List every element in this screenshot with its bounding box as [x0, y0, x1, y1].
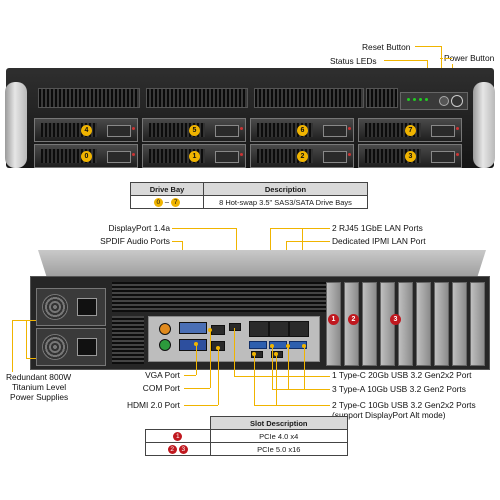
bay-badge: 6: [297, 125, 308, 136]
slot-table-badge-2: 2: [167, 444, 177, 454]
front-vent: [366, 88, 398, 108]
psu-label-line1: Redundant 800W: [6, 372, 72, 382]
bay-badge: 2: [297, 151, 308, 162]
usbc-10g-label: 2 Type-C 10Gb USB 3.2 Gen2x2 Ports: [332, 400, 476, 410]
drive-description: 8 Hot-swap 3.5" SAS3/SATA Drive Bays: [203, 195, 368, 209]
right-handle: [473, 82, 495, 168]
range-separator: –: [164, 197, 170, 207]
displayport-label: DisplayPort 1.4a: [108, 223, 170, 233]
usb-c-10g-port-1[interactable]: [251, 351, 263, 358]
range-start-badge: 0: [153, 197, 163, 207]
vga-port[interactable]: [179, 339, 207, 351]
power-button[interactable]: [451, 95, 463, 107]
power-supply-1[interactable]: [36, 288, 106, 326]
slot-badge-cell: 1: [145, 429, 211, 443]
bay-badge: 0: [81, 151, 92, 162]
slot-badge-1: 1: [328, 314, 339, 325]
status-leds-label: Status LEDs: [330, 56, 377, 66]
com-serial-port[interactable]: [179, 322, 207, 334]
drive-bay-7[interactable]: 7: [358, 118, 462, 142]
ipmi-label: Dedicated IPMI LAN Port: [332, 236, 426, 246]
vga-label: VGA Port: [145, 370, 180, 380]
usba-10g-label: 3 Type-A 10Gb USB 3.2 Gen2 Ports: [332, 384, 466, 394]
slot-description-header: Slot Description: [209, 416, 348, 430]
left-handle: [5, 82, 27, 168]
bay-badge: 5: [189, 125, 200, 136]
front-vent: [146, 88, 248, 108]
pcie-slot-bracket: [362, 282, 377, 366]
drive-range-cell: 0 – 7: [130, 195, 204, 209]
power-supply-2[interactable]: [36, 328, 106, 366]
reset-button[interactable]: [439, 96, 449, 106]
com-label: COM Port: [142, 383, 180, 393]
status-led: [419, 98, 422, 101]
usb-a-port-1[interactable]: [249, 341, 267, 349]
rj45-lan-port-2[interactable]: [289, 321, 309, 337]
usbc-10g-sublabel: (support DisplayPort Alt mode): [332, 410, 446, 420]
slot-badge-cell: 2 3: [145, 442, 211, 456]
bay-badge: 7: [405, 125, 416, 136]
psu-label-line3: Power Supplies: [10, 392, 69, 402]
slot-badge-2: 2: [348, 314, 359, 325]
drive-bay-1[interactable]: 1: [142, 144, 246, 168]
fan-icon: [42, 294, 68, 320]
spdif-port[interactable]: [159, 323, 171, 335]
drive-bay-header: Drive Bay: [130, 182, 204, 196]
status-led: [407, 98, 410, 101]
slot-table-badge-3: 3: [178, 444, 188, 454]
usb-c-20g-port[interactable]: [229, 323, 241, 331]
pcie-slot-bracket: [398, 282, 413, 366]
pcie-slot-bracket: [452, 282, 467, 366]
slot-badge-3: 3: [390, 314, 401, 325]
slot-desc-2: PCIe 5.0 x16: [209, 442, 348, 456]
pcie-slot-bracket: [470, 282, 485, 366]
pcie-slot-bracket: [416, 282, 431, 366]
reset-button-label: Reset Button: [362, 42, 411, 52]
description-header: Description: [203, 182, 368, 196]
rear-vent: [112, 316, 144, 364]
front-control-panel: [400, 92, 468, 110]
drive-bay-6[interactable]: 6: [250, 118, 354, 142]
front-vent: [38, 88, 140, 108]
front-vent: [254, 88, 364, 108]
displayport-port[interactable]: [211, 325, 225, 335]
spdif-label: SPDIF Audio Ports: [100, 236, 170, 246]
drive-bay-3[interactable]: 3: [358, 144, 462, 168]
psu-label-line2: Titanium Level: [12, 382, 67, 392]
slot-desc-1: PCIe 4.0 x4: [209, 429, 348, 443]
drive-bay-0[interactable]: 0: [34, 144, 138, 168]
status-led: [425, 98, 428, 101]
ipmi-lan-port[interactable]: [269, 321, 289, 337]
power-button-label: Power Button: [444, 53, 495, 63]
audio-port[interactable]: [159, 339, 171, 351]
drive-bay-4[interactable]: 4: [34, 118, 138, 142]
rj45-label: 2 RJ45 1GbE LAN Ports: [332, 223, 423, 233]
rj45-lan-port-1[interactable]: [249, 321, 269, 337]
pcie-slot-bracket: [434, 282, 449, 366]
slot-table-badge-1: 1: [173, 431, 183, 441]
bay-badge: 4: [81, 125, 92, 136]
rear-chassis-top: [38, 250, 486, 278]
hdmi-label: HDMI 2.0 Port: [126, 400, 180, 410]
drive-bay-5[interactable]: 5: [142, 118, 246, 142]
usbc-20g-label: 1 Type-C 20Gb USB 3.2 Gen2x2 Port: [332, 370, 472, 380]
fan-icon: [42, 334, 68, 360]
slot-description-table: Slot Description 1 PCIe 4.0 x4 2 3 PCIe …: [145, 416, 348, 456]
drive-bay-table: Drive Bay Description 0 – 7 8 Hot-swap 3…: [130, 182, 368, 209]
status-led: [413, 98, 416, 101]
drive-bay-2[interactable]: 2: [250, 144, 354, 168]
range-end-badge: 7: [171, 197, 181, 207]
bay-badge: 1: [189, 151, 200, 162]
bay-badge: 3: [405, 151, 416, 162]
rear-vent: [112, 282, 326, 312]
